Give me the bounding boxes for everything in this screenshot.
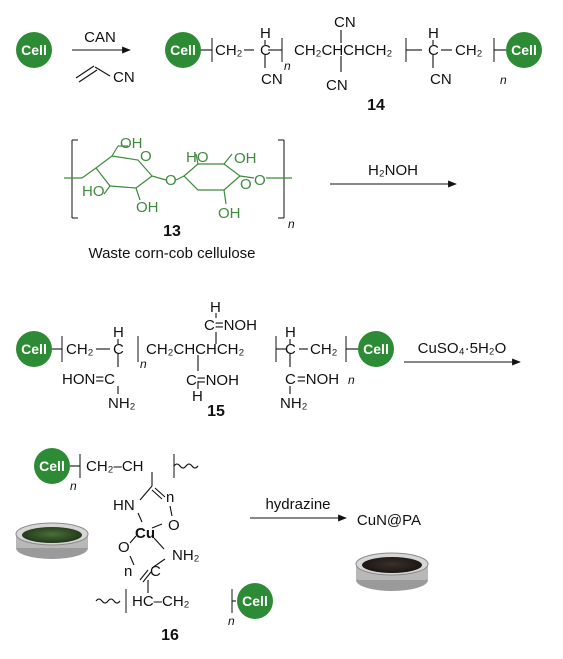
cel-oh-2: OH bbox=[136, 199, 159, 216]
reagent-hydroxylamine: H₂NOH bbox=[368, 162, 418, 179]
p16-o-ring-2: O bbox=[118, 539, 130, 556]
cel-ho-1: HO bbox=[82, 183, 105, 200]
compound-label-14: 14 bbox=[367, 97, 385, 114]
cel-o-end: O bbox=[254, 172, 266, 189]
p16-nh2: NH₂ bbox=[172, 547, 200, 564]
p14-cn-b: CN bbox=[430, 71, 452, 88]
cel-oh-3: OH bbox=[234, 150, 257, 167]
p15-h-top: H bbox=[210, 299, 221, 316]
p14-c-a: C bbox=[260, 42, 271, 59]
p16-n-ring-1: n bbox=[166, 489, 174, 506]
reagent-hydrazine: hydrazine bbox=[265, 496, 330, 513]
p15-n-a: n bbox=[140, 357, 147, 371]
compound-label-15: 15 bbox=[207, 403, 225, 420]
p15-ch2-a: CH₂ bbox=[66, 341, 94, 358]
p16-c-ring: C bbox=[150, 563, 161, 580]
p15-nh2-a: NH₂ bbox=[108, 395, 136, 412]
cell-badge-16-top: Cell bbox=[34, 448, 70, 484]
polymer-14-backbone bbox=[201, 30, 506, 72]
p15-n-b: n bbox=[348, 373, 355, 387]
cel-ring-o-1: O bbox=[140, 148, 152, 165]
svg-text:Cell: Cell bbox=[363, 341, 389, 357]
p15-eq-noh: =NOH bbox=[297, 371, 339, 388]
p14-c-b: C bbox=[428, 42, 439, 59]
svg-text:Cell: Cell bbox=[21, 42, 47, 58]
reagent-can: CAN bbox=[84, 29, 116, 46]
p15-c-b: C bbox=[285, 341, 296, 358]
compound-label-16: 16 bbox=[161, 627, 179, 644]
p16-hc-ch2: HC–CH₂ bbox=[132, 593, 190, 610]
p15-chain: CH₂CHCHCH₂ bbox=[146, 341, 244, 358]
p14-cn-bottom: CN bbox=[326, 77, 348, 94]
svg-text:Cell: Cell bbox=[39, 458, 65, 474]
cel-oh-1: OH bbox=[120, 135, 143, 152]
compound-label-13: 13 bbox=[163, 223, 181, 240]
p16-cu: Cu bbox=[135, 525, 155, 542]
p16-n-bottom: n bbox=[228, 614, 235, 628]
p14-n-b: n bbox=[500, 73, 507, 87]
cel-ring-o-2: O bbox=[240, 176, 252, 193]
p14-cn-a: CN bbox=[261, 71, 283, 88]
svg-text:Cell: Cell bbox=[170, 42, 196, 58]
p14-ch2-b: CH₂ bbox=[455, 42, 483, 59]
p14-ch2-a: CH₂ bbox=[215, 42, 243, 59]
cel-oh-4: OH bbox=[218, 205, 241, 222]
cell-badge-15-left: Cell bbox=[16, 331, 52, 367]
product-label: CuN@PA bbox=[357, 512, 421, 529]
p15-oxime-bottom: C=NOH bbox=[186, 372, 239, 389]
p15-amidoxime-a: HON=C bbox=[62, 371, 115, 388]
polymer-15-backbone bbox=[52, 313, 360, 394]
cel-ho-2: HO bbox=[186, 149, 209, 166]
polymer-16-structure bbox=[70, 454, 236, 613]
p15-oxime-top: C=NOH bbox=[204, 317, 257, 334]
p15-h-b: H bbox=[285, 324, 296, 341]
p16-o-ring-1: O bbox=[168, 517, 180, 534]
p14-chain: CH₂CHCHCH₂ bbox=[294, 42, 392, 59]
cellulose-structure-13 bbox=[64, 139, 292, 219]
cel-n: n bbox=[288, 217, 295, 231]
p14-n-a: n bbox=[284, 59, 291, 73]
p15-h-bottom: H bbox=[192, 388, 203, 405]
cel-bridge-o: O bbox=[165, 172, 177, 189]
waste-cellulose-caption: Waste corn-cob cellulose bbox=[88, 245, 255, 262]
p16-n-ring-2: n bbox=[124, 563, 132, 580]
black-powder-dish-icon bbox=[355, 552, 429, 591]
p16-hn: HN bbox=[113, 497, 135, 514]
cell-badge-14-right: Cell bbox=[506, 32, 542, 68]
cell-badge-14-left: Cell bbox=[165, 32, 201, 68]
p15-h-a: H bbox=[113, 324, 124, 341]
svg-text:Cell: Cell bbox=[511, 42, 537, 58]
p14-h-a: H bbox=[260, 25, 271, 42]
p16-ch2-ch: CH₂–CH bbox=[86, 458, 144, 475]
p14-h-b: H bbox=[428, 25, 439, 42]
cell-badge-start: Cell bbox=[16, 32, 52, 68]
p16-n-top: n bbox=[70, 479, 77, 493]
p15-nh2-b: NH₂ bbox=[280, 395, 308, 412]
p15-c-a: C bbox=[113, 341, 124, 358]
p14-cn-top: CN bbox=[334, 14, 356, 31]
cell-badge-16-bottom: Cell bbox=[237, 583, 273, 619]
acrylonitrile-cn: CN bbox=[113, 69, 135, 86]
svg-text:Cell: Cell bbox=[21, 341, 47, 357]
p15-c-lower: C bbox=[285, 371, 296, 388]
reagent-copper-sulfate: CuSO₄·5H₂O bbox=[418, 340, 507, 357]
cell-badge-15-right: Cell bbox=[358, 331, 394, 367]
p15-ch2-b: CH₂ bbox=[310, 341, 338, 358]
acrylonitrile-structure bbox=[75, 65, 111, 83]
svg-text:Cell: Cell bbox=[242, 593, 268, 609]
dark-green-powder-dish-icon bbox=[15, 522, 89, 559]
